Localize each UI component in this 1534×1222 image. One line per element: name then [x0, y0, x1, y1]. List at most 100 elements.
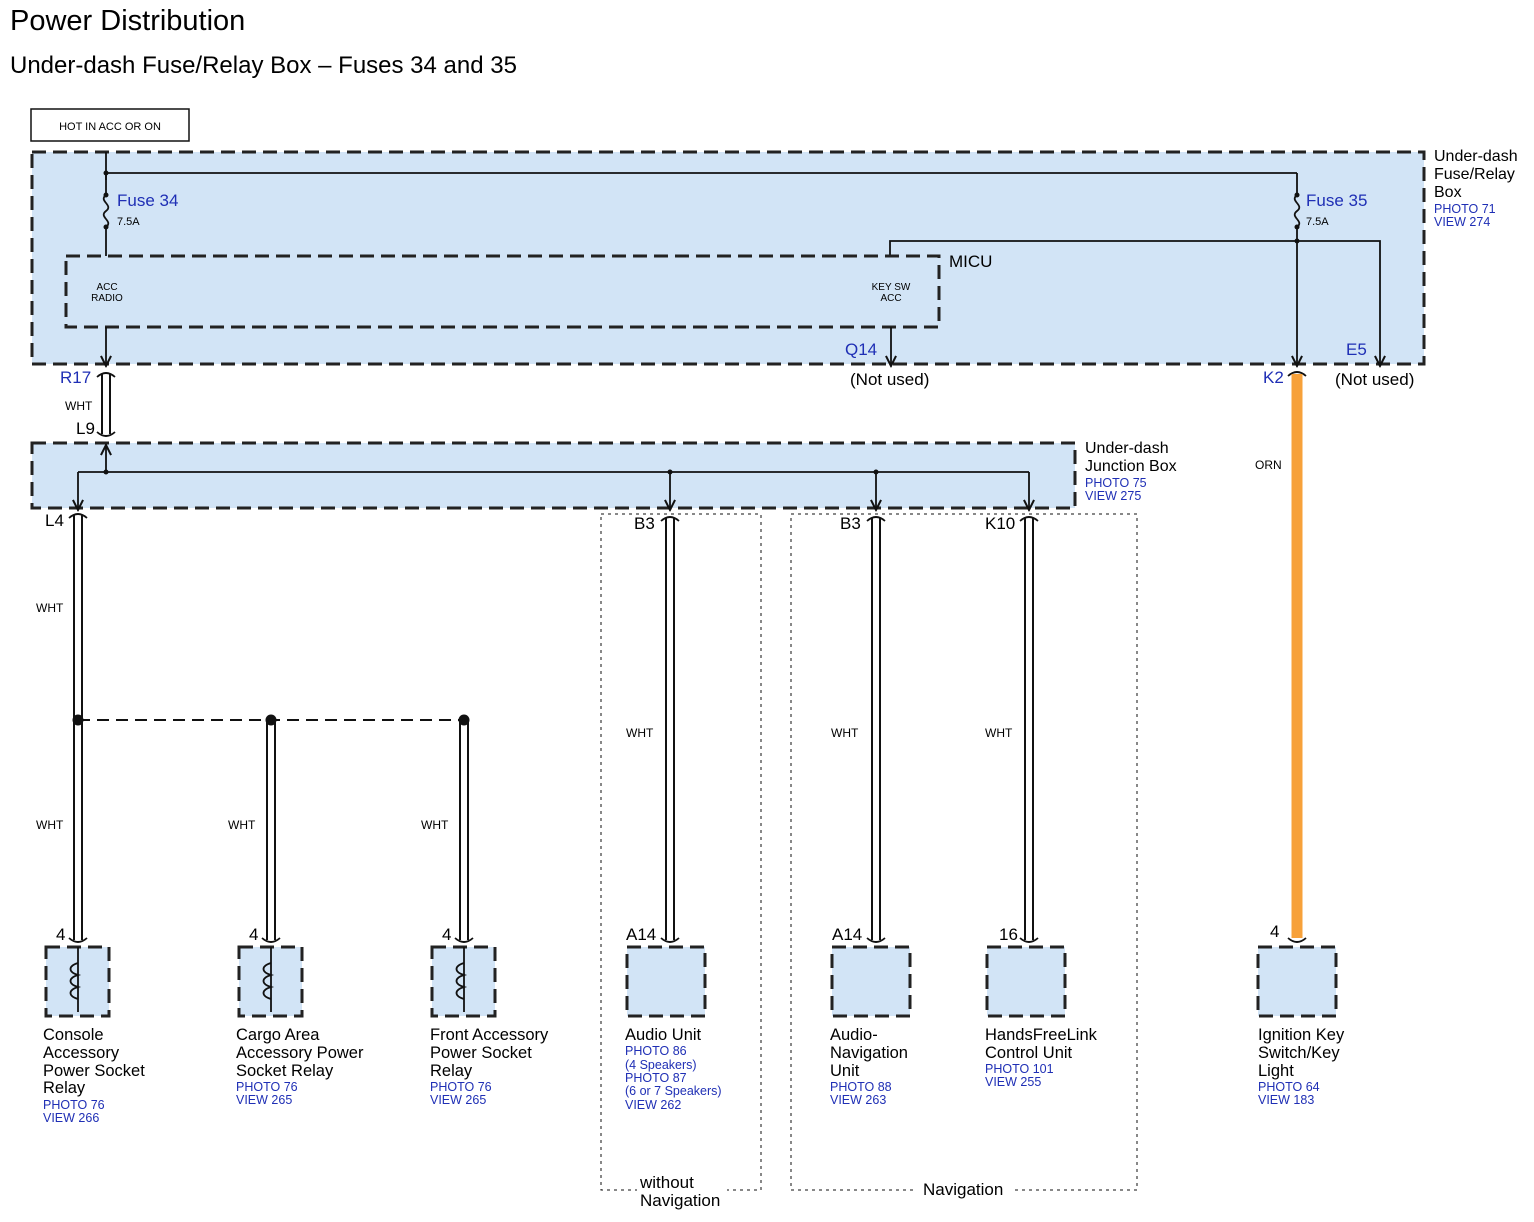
ignition-pin-connector [1287, 937, 1307, 943]
cargo-pin: 4 [249, 925, 258, 944]
key-sw-label-1: KEY SW [872, 282, 911, 293]
terminal-r17: R17 [60, 368, 91, 387]
cargo-line2: Accessory Power [236, 1044, 364, 1062]
r17-connector [96, 372, 116, 378]
console-line3: Power Socket [43, 1062, 145, 1080]
hfl-view: VIEW 255 [985, 1075, 1041, 1089]
b3-audio-connector [660, 516, 680, 522]
nav-label: Navigation [923, 1180, 1003, 1199]
key-sw-label-2: ACC [880, 293, 901, 304]
fuse35-rating: 7.5A [1306, 216, 1329, 228]
fuse-box-name-3: Box [1434, 184, 1462, 201]
jb-junction-1 [103, 469, 109, 475]
terminal-b3-nav: B3 [840, 514, 861, 533]
without-nav-label-1: without [639, 1173, 694, 1192]
cargo-view: VIEW 265 [236, 1093, 292, 1107]
junction-box-view: VIEW 275 [1085, 489, 1141, 503]
ignition-line1: Ignition Key [1258, 1026, 1345, 1044]
terminal-e5: E5 [1346, 340, 1367, 359]
page-title: Power Distribution [10, 5, 245, 37]
hfl-line1: HandsFreeLink [985, 1026, 1098, 1044]
cargo-photo: PHOTO 76 [236, 1080, 298, 1094]
cargo-pin-connector [261, 937, 281, 943]
front-line2: Power Socket [430, 1044, 532, 1062]
hfl-unit-box [985, 945, 1067, 1018]
k2-connector [1287, 371, 1307, 377]
console-line1: Console [43, 1026, 104, 1044]
console-relay-labels: Console Accessory Power Socket Relay PHO… [43, 1026, 145, 1125]
audio-pin: A14 [626, 925, 656, 944]
fuse35-symbol [1293, 192, 1301, 230]
front-line3: Relay [430, 1062, 473, 1080]
wire-color-orn: ORN [1255, 458, 1282, 472]
fuse-box-photo: PHOTO 71 [1434, 202, 1496, 216]
wire-color-l4: WHT [36, 601, 64, 615]
l4-connector [68, 513, 88, 519]
audio-nav-line1: Audio- [830, 1026, 878, 1044]
wire-color-audio: WHT [626, 726, 654, 740]
terminal-l4: L4 [45, 511, 64, 530]
wire-color-console: WHT [36, 818, 64, 832]
front-relay-labels: Front Accessory Power Socket Relay PHOTO… [430, 1026, 549, 1107]
console-view: VIEW 266 [43, 1111, 99, 1125]
junction-box-name-2: Junction Box [1085, 458, 1177, 475]
console-relay-box [44, 945, 111, 1018]
audio-nav-unit-box [830, 945, 912, 1018]
hfl-labels: HandsFreeLink Control Unit PHOTO 101 VIE… [985, 1026, 1098, 1089]
micu-box [64, 254, 941, 329]
console-line2: Accessory [43, 1044, 120, 1062]
audio-nav-photo: PHOTO 88 [830, 1080, 892, 1094]
terminal-b3-audio: B3 [634, 514, 655, 533]
ignition-pin: 4 [1270, 922, 1279, 941]
without-nav-label-bg [637, 1180, 727, 1208]
terminal-k2: K2 [1263, 368, 1284, 387]
audio-line1: Audio Unit [625, 1026, 702, 1044]
ignition-switch-box [1256, 945, 1338, 1018]
front-photo: PHOTO 76 [430, 1080, 492, 1094]
cargo-relay-labels: Cargo Area Accessory Power Socket Relay … [236, 1026, 364, 1107]
fuse34-rating: 7.5A [117, 216, 140, 228]
q14-not-used: (Not used) [850, 370, 929, 389]
hfl-line2: Control Unit [985, 1044, 1073, 1062]
terminal-l9: L9 [76, 419, 95, 438]
audio-nav-view: VIEW 263 [830, 1093, 886, 1107]
ignition-photo: PHOTO 64 [1258, 1080, 1320, 1094]
fuse35-name: Fuse 35 [1306, 191, 1367, 210]
fuse35-branch-wire [889, 240, 1380, 366]
ignition-labels: Ignition Key Switch/Key Light PHOTO 64 V… [1258, 1026, 1345, 1107]
wire-color-front: WHT [421, 818, 449, 832]
fuse-relay-box [30, 150, 1426, 366]
micu-name: MICU [949, 252, 992, 271]
terminal-k10: K10 [985, 514, 1015, 533]
audio-nav-labels: Audio- Navigation Unit PHOTO 88 VIEW 263 [830, 1026, 908, 1107]
terminal-q14: Q14 [845, 340, 877, 359]
audio-nav-line3: Unit [830, 1062, 860, 1080]
audio-nav-line2: Navigation [830, 1044, 908, 1062]
audio-pin-connector [660, 937, 680, 943]
fuse-box-name-2: Fuse/Relay [1434, 166, 1515, 183]
nav-pin: A14 [832, 925, 862, 944]
ignition-line3: Light [1258, 1062, 1294, 1080]
junction-box-photo: PHOTO 75 [1085, 476, 1147, 490]
acc-radio-label-1: ACC [96, 282, 117, 293]
hot-label: HOT IN ACC OR ON [59, 121, 161, 133]
wire-color-cargo: WHT [228, 818, 256, 832]
audio-note2: (6 or 7 Speakers) [625, 1084, 722, 1098]
fuse34-symbol [102, 173, 110, 230]
b3-nav-connector [866, 516, 886, 522]
hfl-pin: 16 [999, 925, 1018, 944]
cargo-line1: Cargo Area [236, 1026, 320, 1044]
cargo-line3: Socket Relay [236, 1062, 334, 1080]
junction-box-name-1: Under-dash [1085, 440, 1169, 457]
wire-color-r17-l9: WHT [65, 399, 93, 413]
console-photo: PHOTO 76 [43, 1098, 105, 1112]
audio-unit-labels: Audio Unit PHOTO 86 (4 Speakers) PHOTO 8… [625, 1026, 722, 1112]
splice-point-2 [265, 714, 277, 726]
ignition-view: VIEW 183 [1258, 1093, 1314, 1107]
acc-radio-label-2: RADIO [91, 293, 123, 304]
fuse-box-name-1: Under-dash [1434, 148, 1518, 165]
cargo-relay-box [237, 945, 304, 1018]
front-relay-box [430, 945, 497, 1018]
hfl-photo: PHOTO 101 [985, 1062, 1054, 1076]
